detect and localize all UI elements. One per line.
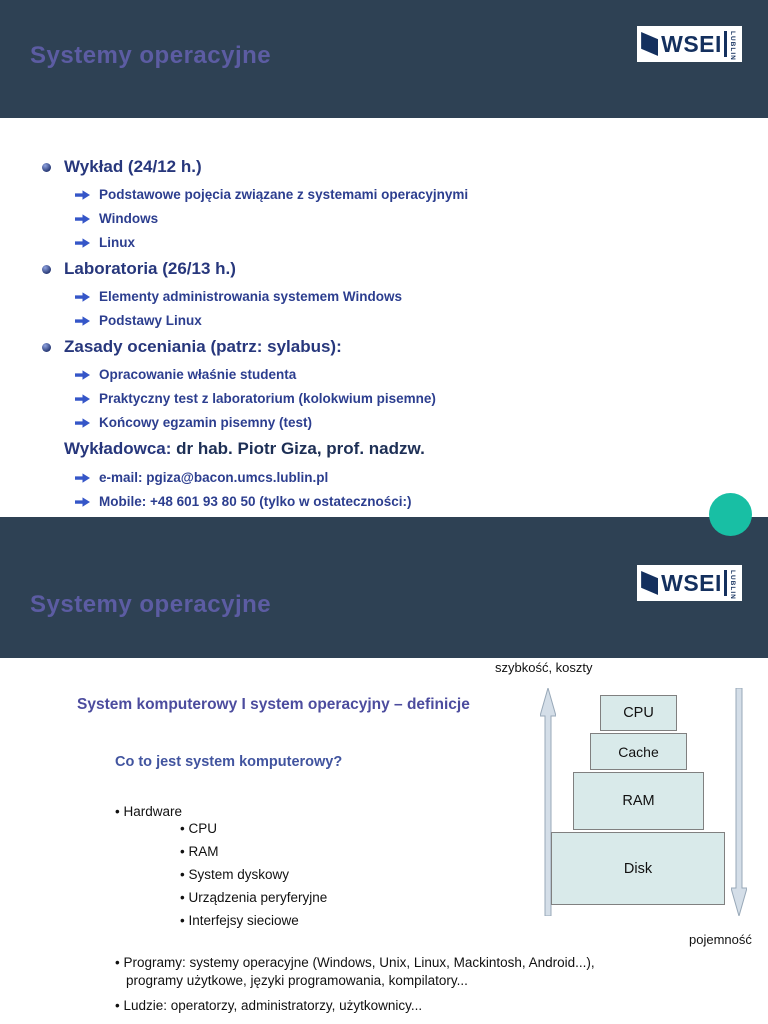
list-item: Zasady oceniania (patrz: sylabus): (42, 336, 738, 358)
slide-1: Systemy operacyjne WSEI LUBLIN Wykład (2… (0, 0, 768, 510)
diagram-bottom-label: pojemność (689, 932, 752, 947)
diagram-box-cache: Cache (590, 733, 687, 770)
list-item: Podstawowe pojęcia związane z systemami … (75, 186, 738, 203)
arrow-bullet-icon (75, 497, 90, 507)
programs-line-1: Programy: systemy operacyjne (Windows, U… (115, 955, 595, 970)
slide-1-body: Wykład (24/12 h.) Podstawowe pojęcia zwi… (0, 118, 768, 510)
list-item: System dyskowy (180, 867, 327, 882)
slide-2: Systemy operacyjne WSEI LUBLIN System ko… (0, 517, 768, 1024)
section-heading: System komputerowy I system operacyjny –… (77, 696, 470, 713)
list-item: CPU (180, 821, 327, 836)
page-title: Systemy operacyjne (30, 591, 272, 618)
arrow-bullet-icon (75, 394, 90, 404)
hardware-sublist: CPU RAM System dyskowy Urządzenia peryfe… (180, 821, 327, 936)
list-item: Końcowy egzamin pisemny (test) (75, 414, 738, 431)
wsei-logo-text: WSEI (661, 30, 722, 57)
arrow-bullet-icon (75, 292, 90, 302)
wsei-logo-lublin: LUBLIN (723, 570, 737, 600)
email-line: e-mail: pgiza@bacon.umcs.lublin.pl (99, 470, 329, 485)
list-item: Windows (75, 210, 738, 227)
circle-bullet-icon (42, 163, 51, 172)
arrow-bullet-icon (75, 316, 90, 326)
teal-page-dot (709, 493, 752, 536)
arrow-up-icon (540, 688, 556, 916)
lecturer-name: dr hab. Piotr Giza, prof. nadzw. (171, 439, 425, 458)
programs-line-2: programy użytkowe, języki programowania,… (126, 972, 468, 988)
mobile-line: Mobile: +48 601 93 80 50 (tylko w ostate… (99, 494, 412, 509)
bullet-programs: Programy: systemy operacyjne (Windows, U… (115, 954, 695, 989)
wsei-logo: WSEI LUBLIN (637, 565, 742, 601)
wsei-flag-icon (641, 32, 659, 56)
list-item: Urządzenia peryferyjne (180, 890, 327, 905)
list-item: Praktyczny test z laboratorium (kolokwiu… (75, 390, 738, 407)
arrow-bullet-icon (75, 370, 90, 380)
wsei-logo-lublin: LUBLIN (723, 31, 737, 61)
slide-2-body: System komputerowy I system operacyjny –… (0, 658, 768, 1024)
page-title: Systemy operacyjne (30, 42, 272, 69)
question-heading: Co to jest system komputerowy? (115, 754, 343, 770)
wsei-logo: WSEI LUBLIN (637, 26, 742, 62)
diagram-box-cpu: CPU (600, 695, 677, 731)
arrow-bullet-icon (75, 473, 90, 483)
list-item: Interfejsy sieciowe (180, 913, 327, 928)
lecturer-line: Wykładowca: dr hab. Piotr Giza, prof. na… (64, 438, 738, 460)
circle-bullet-icon (42, 265, 51, 274)
arrow-bullet-icon (75, 238, 90, 248)
list-item: e-mail: pgiza@bacon.umcs.lublin.pl (75, 469, 738, 486)
list-item: Wykład (24/12 h.) (42, 156, 738, 178)
list-item: Podstawy Linux (75, 312, 738, 329)
slide-1-header: Systemy operacyjne WSEI LUBLIN (0, 0, 768, 118)
arrow-bullet-icon (75, 418, 90, 428)
bullet-hardware: Hardware (115, 804, 182, 819)
list-item: Elementy administrowania systemem Window… (75, 288, 738, 305)
wsei-logo-text: WSEI (661, 569, 722, 596)
diagram-box-ram: RAM (573, 772, 704, 830)
slide-2-header: Systemy operacyjne WSEI LUBLIN (0, 517, 768, 658)
bullet-people: Ludzie: operatorzy, administratorzy, uży… (115, 998, 422, 1013)
wsei-flag-icon (641, 571, 659, 595)
circle-bullet-icon (42, 343, 51, 352)
list-item: Linux (75, 234, 738, 251)
arrow-bullet-icon (75, 214, 90, 224)
list-item: RAM (180, 844, 327, 859)
list-item: Laboratoria (26/13 h.) (42, 258, 738, 280)
diagram-top-label: szybkość, koszty (495, 660, 593, 675)
arrow-bullet-icon (75, 190, 90, 200)
diagram-box-disk: Disk (551, 832, 725, 905)
arrow-down-icon (731, 688, 747, 916)
list-item: Mobile: +48 601 93 80 50 (tylko w ostate… (75, 493, 738, 510)
lecturer-label: Wykładowca: (64, 439, 172, 458)
list-item: Opracowanie właśnie studenta (75, 366, 738, 383)
